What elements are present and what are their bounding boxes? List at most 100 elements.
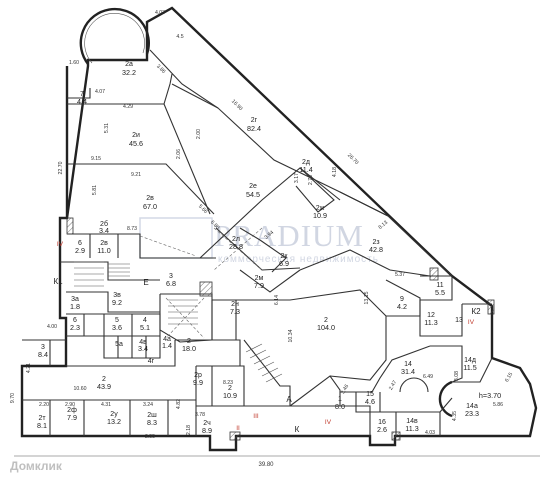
room-6b-number: 6	[73, 317, 77, 324]
watermark-tagline: коммерческая недвижимость	[218, 254, 379, 265]
room-2n-number: 2н	[231, 301, 239, 308]
dim-5-66: 5.66	[197, 204, 208, 215]
room-3aa-area: 1.8	[70, 302, 80, 311]
room-2b-area: 3.4	[99, 226, 109, 235]
room-15-area: 4.6	[365, 397, 375, 406]
label-k2: К2	[471, 307, 481, 316]
room-14d-area: 11.5	[463, 363, 476, 372]
room-1-number: 1	[338, 396, 342, 403]
room-2e-number: 2е	[249, 183, 257, 190]
dim-9-70: 9.70	[10, 393, 16, 403]
room-3v-area: 9.2	[112, 298, 122, 307]
room-2t-number: 2	[102, 376, 106, 383]
room-2ch-number: 2ч	[203, 420, 211, 427]
room-7-area: 4.4	[77, 97, 87, 106]
label-iv-bottom: IV	[325, 419, 332, 426]
dim-2-06: 2.06	[176, 149, 182, 159]
room-2l-number: 2л	[232, 236, 240, 243]
room-2v-area: 67.0	[143, 202, 157, 211]
room-6a-area: 2.9	[75, 246, 85, 255]
room-13-number: 13	[455, 317, 463, 324]
dim-2-00: 2.00	[196, 129, 202, 139]
room-1-area: 8.0	[335, 402, 345, 411]
dim-16-90: 16.90	[230, 99, 244, 113]
room-14-area: 31.4	[401, 367, 415, 376]
dim-2-73: 2.73	[308, 175, 314, 185]
room-4-area: 5.1	[140, 323, 150, 332]
dim-10-34: 10.34	[288, 329, 294, 342]
room-2r-area: 9.9	[193, 378, 203, 387]
label-k1: К1	[53, 277, 63, 286]
room-2t2-area: 8.1	[37, 421, 47, 430]
room-12-number: 12	[427, 312, 435, 319]
dim-2-55: 2.55	[145, 434, 155, 440]
room-3b-number: 3	[41, 344, 45, 351]
room-2-area: 104.0	[317, 323, 335, 332]
section-labels: К1 К2 Е А К IV IV IV II III h=3.70	[53, 241, 501, 434]
dim-6-15: 6.15	[504, 372, 514, 384]
room-2p-area: 10.9	[223, 391, 237, 400]
dim-3-08: 3.08	[454, 371, 460, 381]
room-2k-area: 6.9	[279, 259, 289, 268]
label-a: А	[286, 395, 292, 404]
room-2i-area: 45.6	[129, 139, 143, 148]
room-2zh-area: 10.9	[313, 211, 327, 220]
room-9-area: 4.2	[397, 302, 407, 311]
room-2a-number: 2a	[125, 61, 133, 68]
room-14a-area: 23.3	[465, 409, 479, 418]
outer-walls	[20, 6, 538, 452]
interior-walls	[22, 49, 493, 436]
room-2z-area: 42.8	[369, 245, 383, 254]
room-2p-number: 2	[228, 385, 232, 392]
room-2f-area: 7.9	[67, 413, 77, 422]
room-5-area: 3.6	[112, 323, 122, 332]
dim-8-23: 8.23	[223, 380, 233, 386]
dim-3-46: 3.46	[340, 384, 350, 396]
dim-6-80: 6.80	[209, 220, 220, 231]
stairs	[74, 227, 283, 383]
room-2r-number: 2р	[194, 372, 202, 379]
dim-3-94: 3.94	[264, 230, 276, 241]
room-2v2-area: 11.0	[97, 246, 110, 255]
dim-4-82: 4.82	[176, 399, 182, 409]
room-2a-area: 32.2	[122, 68, 136, 77]
room-labels: 2a 32.2 7 4.4 2и 45.6 2г 82.4 2в 67.0 2е…	[37, 61, 479, 435]
dim-22-70: 22.70	[58, 161, 64, 174]
room-2u-number: 2у	[110, 411, 118, 418]
dim-5-37: 5.37	[395, 272, 405, 278]
dim-4-03b: 4.03	[425, 430, 435, 436]
room-12-area: 11.3	[424, 318, 437, 327]
room-11-number: 11	[436, 282, 443, 289]
room-4g-number: 4г	[148, 358, 155, 365]
room-6b-area: 2.3	[70, 323, 80, 332]
room-3a-area: 6.8	[166, 279, 176, 288]
dim-8-13: 8.13	[378, 220, 390, 231]
dim-2-90: 2.90	[65, 402, 75, 408]
room-4-number: 4	[143, 317, 147, 324]
room-9-number: 9	[400, 296, 404, 303]
dim-4-00: 4.00	[47, 324, 57, 330]
room-5a-number: 5а	[115, 341, 123, 348]
dim-4-18: 4.18	[332, 167, 338, 177]
room-2v2-number: 2в	[100, 240, 108, 247]
label-iv-right: IV	[468, 319, 475, 326]
dim-3-17: 3.17	[294, 173, 300, 183]
room-2-number: 2	[324, 317, 328, 324]
room-2s-number: 2	[187, 338, 191, 345]
room-14v-number: 14в	[406, 418, 418, 425]
room-16-number: 16	[378, 419, 386, 426]
dim-9-21: 9.21	[131, 172, 141, 178]
room-2m-number: 2м	[255, 275, 264, 282]
room-3a-number: 3	[169, 273, 173, 280]
room-2u-area: 13.2	[107, 417, 121, 426]
room-16-area: 2.6	[377, 425, 387, 434]
dim-4-29: 4.29	[123, 104, 133, 110]
dim-4-07: 4.07	[95, 89, 105, 95]
room-2e-area: 54.5	[246, 190, 260, 199]
room-2m-area: 7.9	[254, 281, 264, 290]
dim-9-15: 9.15	[91, 156, 101, 162]
dim-6-14: 6.14	[274, 295, 280, 305]
dim-10-60: 10.60	[74, 386, 87, 392]
dim-2-47: 2.47	[388, 380, 398, 392]
